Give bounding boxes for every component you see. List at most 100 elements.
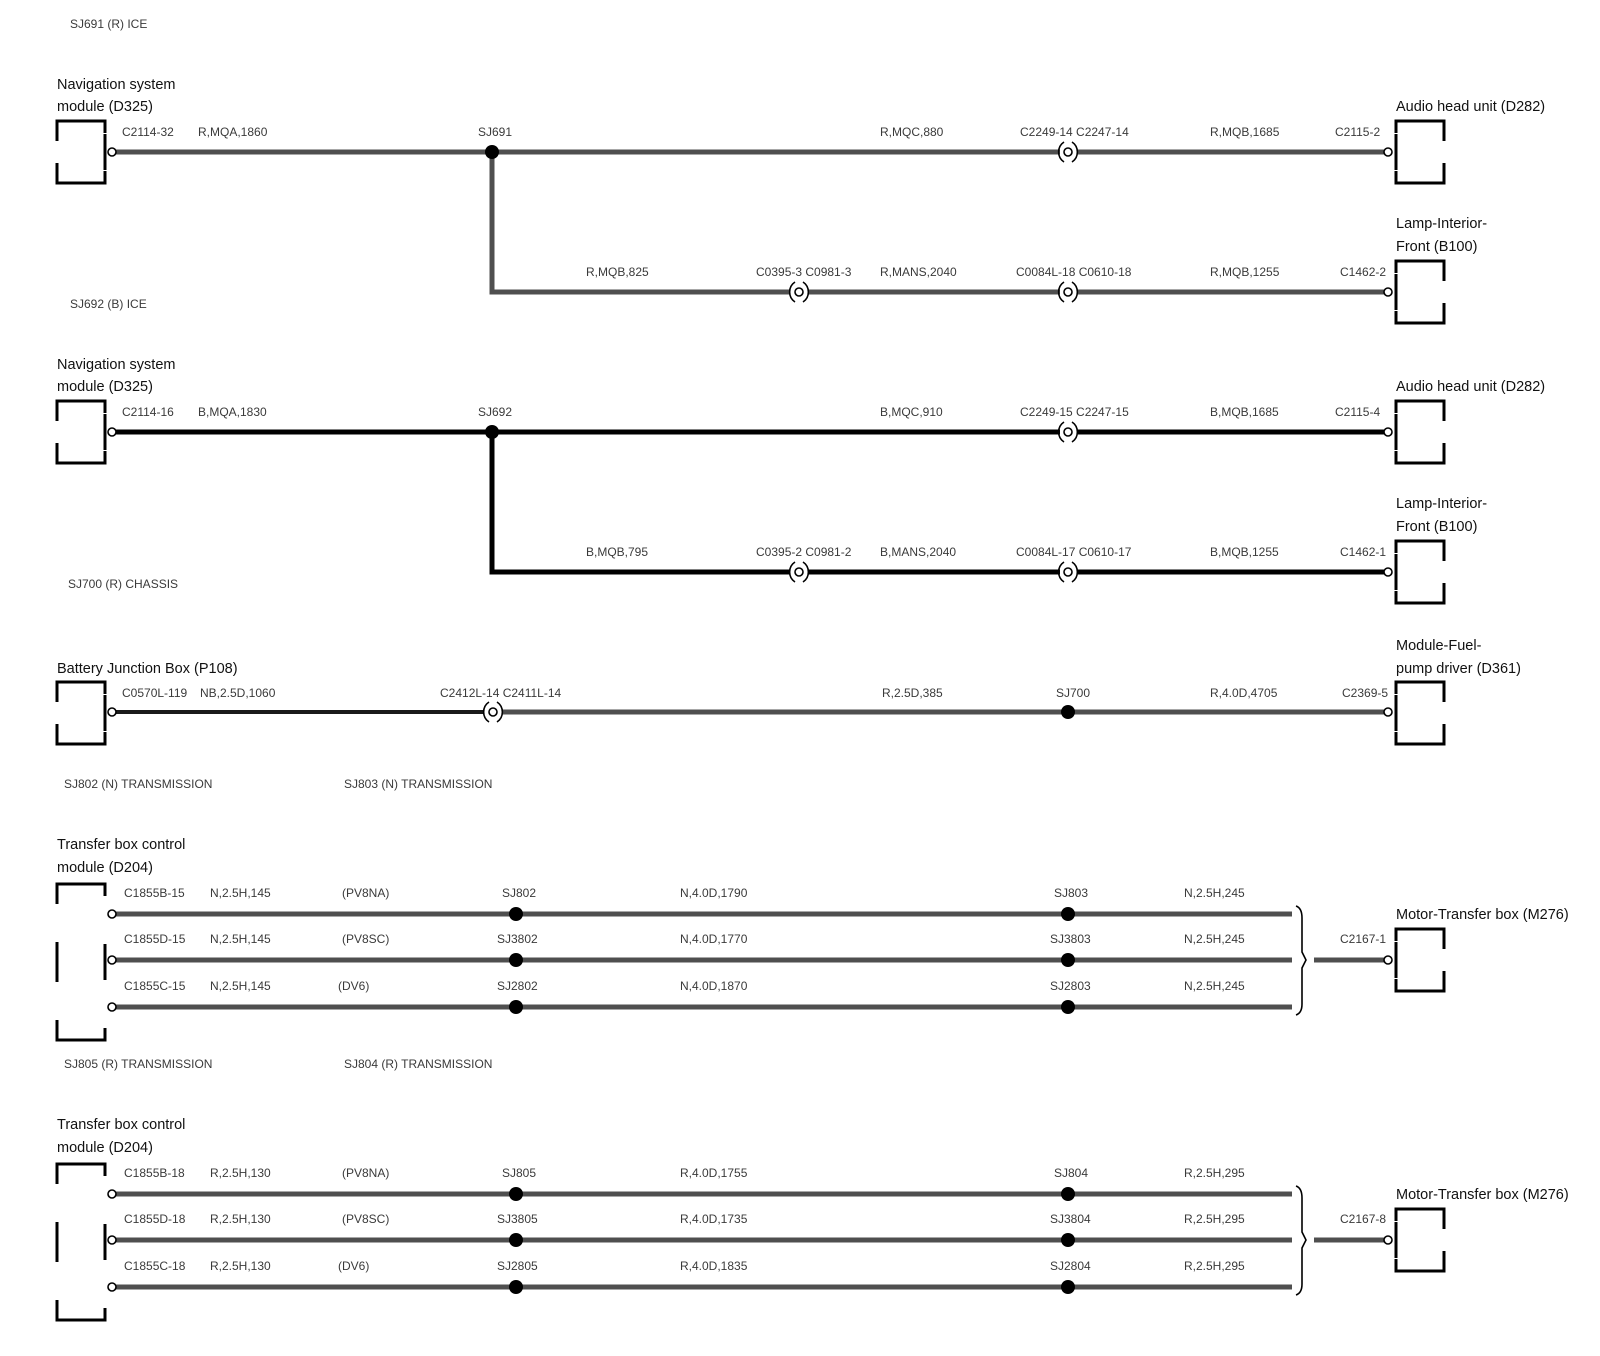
group-brace [1295, 905, 1307, 1016]
motor-transfer-box [1394, 927, 1446, 993]
transfer-module-box [55, 1162, 107, 1322]
splice2-label: SJ2803 [1050, 979, 1091, 993]
branch2-wire2-label: R,MANS,2040 [880, 265, 957, 279]
section-caption-2: SJ804 (R) TRANSMISSION [344, 1057, 492, 1071]
motor-pin [1383, 955, 1393, 965]
box-corner-top [55, 680, 107, 702]
splice2-label: SJ803 [1054, 886, 1088, 900]
splice1-label: SJ2802 [497, 979, 538, 993]
section-caption: SJ802 (N) TRANSMISSION [64, 777, 212, 791]
box-corner-bottom [1394, 971, 1446, 993]
right-pin-label: C2167-1 [1340, 932, 1386, 946]
branch1-pin-label: C2115-4 [1335, 405, 1380, 419]
connector-arc-right [1071, 421, 1079, 443]
box-corner-top [1394, 927, 1446, 949]
splice-dot-1 [509, 1187, 523, 1201]
section-caption: SJ691 (R) ICE [70, 17, 147, 31]
battery-junction-box [55, 680, 107, 746]
box-corner-top [1394, 399, 1446, 421]
wire-branch-down [489, 432, 790, 575]
box-corner-bottom [1394, 724, 1446, 746]
pin-label: C1855D-18 [124, 1212, 186, 1226]
box-corner-bottom [55, 1020, 107, 1042]
audio-head-unit-box [1394, 399, 1446, 465]
left-pin-label: C0570L-119 [122, 686, 187, 700]
wire3-label: R,2.5H,295 [1184, 1259, 1245, 1273]
connector-arc-right [1071, 561, 1079, 583]
connector-arc-right [1071, 141, 1079, 163]
branch2-connector1-label: C0395-3 C0981-3 [756, 265, 852, 279]
wire1-label: NB,2.5D,1060 [200, 686, 276, 700]
splice-label: SJ691 [478, 125, 512, 139]
module-pin [107, 1189, 117, 1199]
fuel-pump-driver-name-line2: pump driver (D361) [1396, 661, 1521, 677]
left-component-name-line1: Transfer box control [57, 1117, 185, 1133]
box-corner-top [1394, 680, 1446, 702]
box-corner-top [1394, 119, 1446, 141]
splice1-label: SJ802 [502, 886, 536, 900]
box-corner-bottom [55, 443, 107, 465]
splice-dot-1 [509, 1280, 523, 1294]
variant-label: (PV8NA) [342, 1166, 389, 1180]
branch2-wire1-label: B,MQB,795 [586, 545, 648, 559]
wire-branch-down [489, 152, 790, 295]
wire2-label: R,4.0D,1735 [680, 1212, 748, 1226]
inline-connector-2 [1057, 281, 1079, 303]
left-component-name-line2: module (D325) [57, 99, 153, 115]
left-pin-label: C2114-16 [122, 405, 174, 419]
box-corner-top [55, 119, 107, 141]
wire1-label: R,2.5H,130 [210, 1166, 271, 1180]
left-pin [107, 707, 117, 717]
connector-arc-right [496, 701, 504, 723]
splice-dot-2 [1061, 1233, 1075, 1247]
motor-transfer-box [1394, 1207, 1446, 1273]
audio-pin [1383, 427, 1393, 437]
splice1-label: SJ2805 [497, 1259, 538, 1273]
inline-connector-1 [788, 281, 810, 303]
splice1-label: SJ805 [502, 1166, 536, 1180]
splice1-label: SJ3805 [497, 1212, 538, 1226]
pin-label: C1855D-15 [124, 932, 186, 946]
branch2-wire3-label: B,MQB,1255 [1210, 545, 1279, 559]
branch1-wire2-label: B,MQB,1685 [1210, 405, 1279, 419]
connector-pin [1063, 427, 1073, 437]
branch2-pin-label: C1462-1 [1340, 545, 1386, 559]
left-component-box [55, 119, 107, 185]
box-corner-top [1394, 1207, 1446, 1229]
box-corner-bottom [1394, 583, 1446, 605]
splice-dot-2 [1061, 907, 1075, 921]
box-corner-bottom [55, 163, 107, 185]
audio-pin [1383, 147, 1393, 157]
splice2-label: SJ804 [1054, 1166, 1088, 1180]
box-corner-top [55, 882, 107, 904]
module-pin [107, 1235, 117, 1245]
left-component-name-line2: module (D325) [57, 379, 153, 395]
motor-pin [1383, 1235, 1393, 1245]
module-pin [107, 955, 117, 965]
connector-arc-left [788, 281, 796, 303]
left-component-name-line1: Navigation system [57, 357, 175, 373]
connector-pin [1063, 147, 1073, 157]
motor-transfer-box-name: Motor-Transfer box (M276) [1396, 1187, 1569, 1203]
left-component-name-line2: module (D204) [57, 860, 153, 876]
branch1-wire1-label: B,MQC,910 [880, 405, 943, 419]
connector-arc-left [1057, 421, 1065, 443]
connector-pin [794, 287, 804, 297]
splice-dot-2 [1061, 1187, 1075, 1201]
inline-connector-audio [1057, 141, 1079, 163]
connector-arc-left [1057, 281, 1065, 303]
branch2-wire2-label: B,MANS,2040 [880, 545, 956, 559]
wire2-label: R,2.5D,385 [882, 686, 943, 700]
splice2-label: SJ3804 [1050, 1212, 1091, 1226]
splice-label: SJ700 [1056, 686, 1090, 700]
wire3-label: N,2.5H,245 [1184, 886, 1245, 900]
main-wire-label: B,MQA,1830 [198, 405, 267, 419]
lamp-name-line2: Front (B100) [1396, 519, 1477, 535]
lamp-box [1394, 259, 1446, 325]
splice-dot [1061, 705, 1075, 719]
module-pin [107, 1002, 117, 1012]
pin-label: C1855C-15 [124, 979, 186, 993]
box-corner-bottom [1394, 1251, 1446, 1273]
module-pin [107, 1282, 117, 1292]
